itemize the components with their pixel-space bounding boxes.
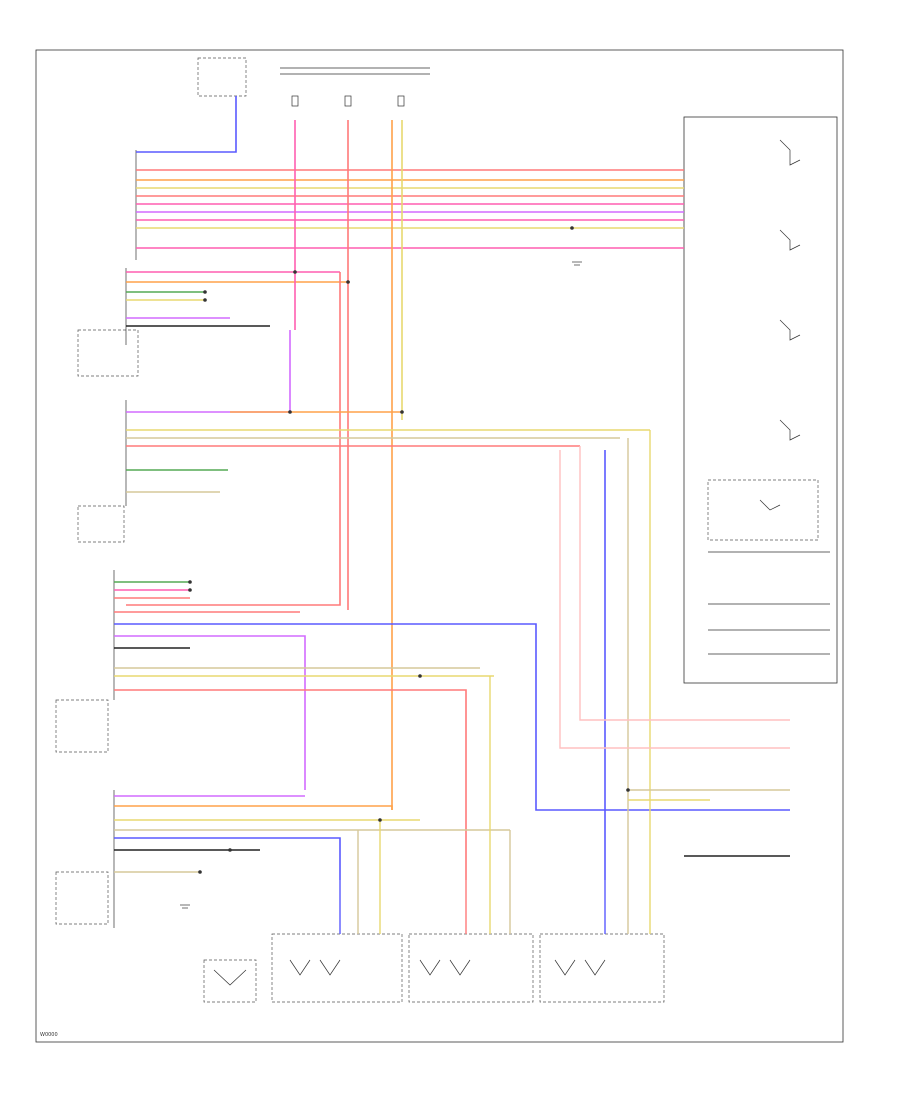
wire-group-4	[114, 450, 790, 880]
panel-subbox	[707, 479, 819, 541]
top-switch-box	[197, 57, 247, 97]
switch-panel-box	[683, 116, 838, 684]
left-module-3	[55, 699, 109, 753]
switch-assembly-4	[539, 933, 665, 1003]
fuse-feeds	[294, 120, 403, 810]
right-side-wires	[559, 446, 790, 857]
corner-code: W0000	[40, 1032, 58, 1038]
panel-switches	[708, 139, 830, 655]
switch-assembly-1	[203, 959, 257, 1003]
left-module-1	[77, 329, 139, 377]
ground-symbols	[180, 261, 582, 909]
switch-assembly-2	[271, 933, 403, 1003]
drops-bottom	[339, 430, 651, 934]
wire-group-5	[114, 795, 510, 880]
junction-dots	[188, 226, 630, 874]
switch-assembly-3	[408, 933, 534, 1003]
diagram-frame	[35, 49, 844, 1043]
left-module-2	[77, 505, 125, 543]
wire-group-3	[126, 330, 650, 493]
left-module-4	[55, 871, 109, 925]
wire-blue-top	[136, 96, 237, 153]
fuse-block	[280, 67, 430, 107]
wire-bundle-top	[136, 169, 684, 249]
bottom-switches	[213, 959, 606, 986]
wire-group-2	[126, 271, 350, 606]
